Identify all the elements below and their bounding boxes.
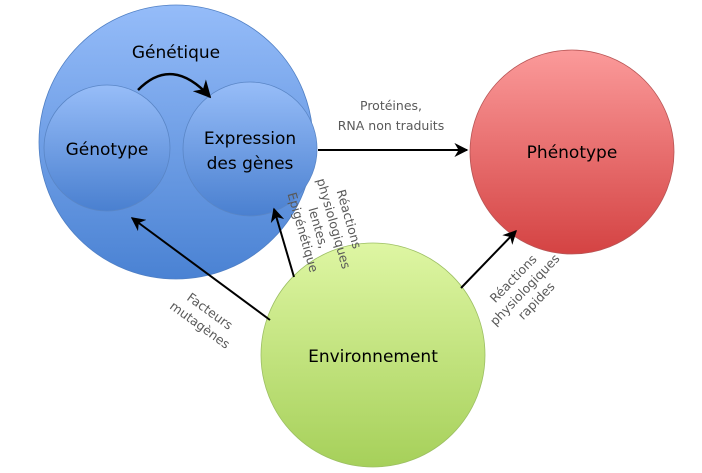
edge-label-mutagenes: Facteurs mutagènes <box>167 290 236 352</box>
curved-arrow-genotype-to-expression <box>137 73 212 99</box>
expression-label-line1: Expression <box>204 129 296 149</box>
edge-label-rapides: Réactions physiologiques rapides <box>487 251 563 329</box>
arrow-environnement-to-phenotype <box>460 229 517 289</box>
phenotype-circle <box>469 49 675 255</box>
edge-label-proteines-line2: RNA non traduits <box>338 118 444 133</box>
environnement-label: Environnement <box>308 347 438 367</box>
genotype-label: Génotype <box>66 140 149 160</box>
edge-label-proteines-line1: Protéines, <box>360 98 422 113</box>
arrow-environnement-to-expression <box>270 207 295 278</box>
expression-label-line2: des gènes <box>207 154 294 174</box>
expression-circle <box>182 81 318 217</box>
arrow-environnement-to-genotype <box>130 217 271 321</box>
genotype-circle <box>43 84 171 212</box>
environnement-circle <box>260 242 486 468</box>
phenotype-label: Phénotype <box>527 143 618 163</box>
genetique-label: Génétique <box>132 43 220 63</box>
